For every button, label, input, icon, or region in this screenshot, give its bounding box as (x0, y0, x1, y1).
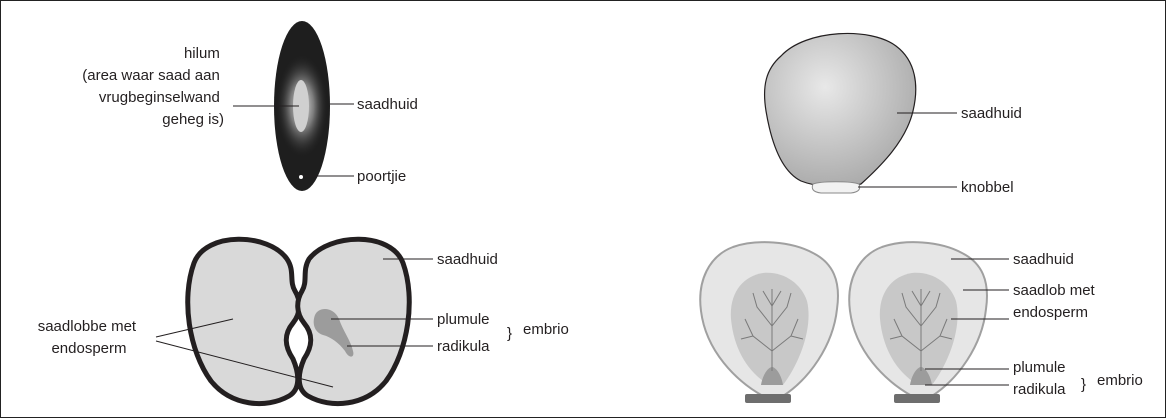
seed-coat-label: saadhuid (357, 96, 418, 113)
hilum-line-3: vrugbeginselwand (99, 89, 220, 106)
hilum-line-1: hilum (184, 45, 220, 62)
cotyledon-line-2: endosperm (1013, 304, 1088, 321)
hilum-line-4: geheg is) (162, 111, 224, 128)
left-base (745, 394, 791, 403)
embryo-label: embrio (1097, 372, 1143, 389)
cotyledon-line-1: saadlob met (1013, 282, 1096, 299)
radicle-label: radikula (1013, 381, 1066, 398)
endosperm-seeds (700, 242, 987, 403)
embryo-brace: } (1081, 376, 1086, 393)
cotyledons-line-1: saadlobbe met (38, 318, 137, 335)
radicle-label: radikula (437, 338, 490, 355)
knob (812, 182, 859, 193)
embryo-brace: } (507, 325, 512, 342)
embryo-label: embrio (523, 321, 569, 338)
cotyledons-label: saadlobbe met endosperm (38, 318, 141, 357)
seed-coat-label: saadhuid (437, 251, 498, 268)
cotyledon-label: saadlob met endosperm (1013, 282, 1099, 321)
hilum-line-2: (area waar saad aan (82, 67, 220, 84)
plumule-label: plumule (437, 311, 490, 328)
micropyle-label: poortjie (357, 168, 406, 185)
knob-label: knobbel (961, 179, 1014, 196)
seed-coat-label: saadhuid (1013, 251, 1074, 268)
micropyle (299, 175, 303, 179)
seed-coat-label: saadhuid (961, 105, 1022, 122)
plumule-label: plumule (1013, 359, 1066, 376)
cotyledons-line-2: endosperm (51, 340, 126, 357)
rounded-seed (765, 33, 916, 193)
right-base (894, 394, 940, 403)
hilum-label: hilum (area waar saad aan vrugbeginselwa… (82, 45, 224, 128)
top-left-labels: hilum (area waar saad aan vrugbeginselwa… (82, 45, 418, 185)
left-cotyledon (188, 239, 300, 403)
seed-body (765, 33, 916, 186)
